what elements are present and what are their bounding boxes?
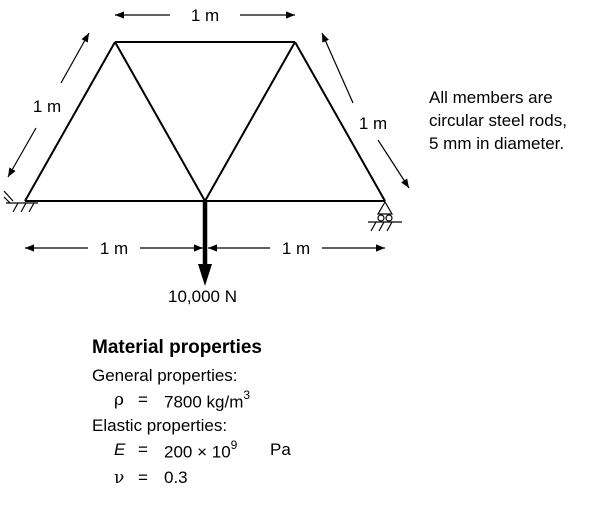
- note-line-3: 5 mm in diameter.: [429, 134, 565, 153]
- member-right-outer: [294, 41, 386, 202]
- material-properties: Material properties General properties: …: [92, 336, 291, 493]
- rho-equals: =: [138, 390, 148, 409]
- nu-equals: =: [138, 468, 148, 487]
- modulus-equation: E = 200 × 109 Pa: [92, 437, 291, 465]
- rho-value: 7800 kg/m: [164, 392, 244, 412]
- E-exponent: 9: [230, 438, 238, 452]
- member-right-inner: [204, 41, 296, 202]
- material-heading: Material properties: [92, 337, 262, 358]
- truss-members: [24, 41, 386, 202]
- roller-support-right: [368, 200, 402, 232]
- nu-value: 0.3: [164, 468, 188, 487]
- density-equation: ρ = 7800 kg/m3: [92, 387, 262, 415]
- pin-support-left: [3, 190, 38, 213]
- load-arrow: [198, 201, 212, 286]
- note-line-1: All members are: [429, 88, 553, 107]
- E-unit: Pa: [270, 440, 291, 459]
- dim-right-diagonal: [321, 32, 410, 189]
- E-equals: =: [138, 440, 148, 459]
- rho-symbol: ρ: [114, 390, 124, 410]
- dim-left-diagonal-label: 1 m: [33, 97, 61, 116]
- rho-value-group: 7800 kg/m3: [164, 388, 251, 413]
- member-left-outer: [24, 41, 116, 202]
- member-note: All members are circular steel rods, 5 m…: [429, 86, 567, 155]
- member-left-inner: [114, 41, 206, 202]
- E-value-group: 200 × 109: [164, 438, 238, 463]
- E-symbol: E: [114, 440, 126, 459]
- dim-top-label: 1 m: [191, 6, 219, 25]
- nu-symbol: ν: [114, 468, 125, 488]
- note-line-2: circular steel rods,: [429, 111, 567, 130]
- rho-exponent: 3: [243, 388, 251, 402]
- load-label: 10,000 N: [168, 287, 237, 306]
- dim-bottom-left-label: 1 m: [100, 239, 128, 258]
- elastic-properties-label: Elastic properties:: [92, 416, 228, 435]
- poisson-equation: ν = 0.3: [92, 465, 262, 493]
- dim-left-diagonal: [7, 32, 90, 178]
- general-properties-label: General properties:: [92, 366, 238, 385]
- dim-right-diagonal-label: 1 m: [359, 114, 387, 133]
- dim-bottom-right-label: 1 m: [282, 239, 310, 258]
- E-value: 200 × 10: [164, 442, 231, 462]
